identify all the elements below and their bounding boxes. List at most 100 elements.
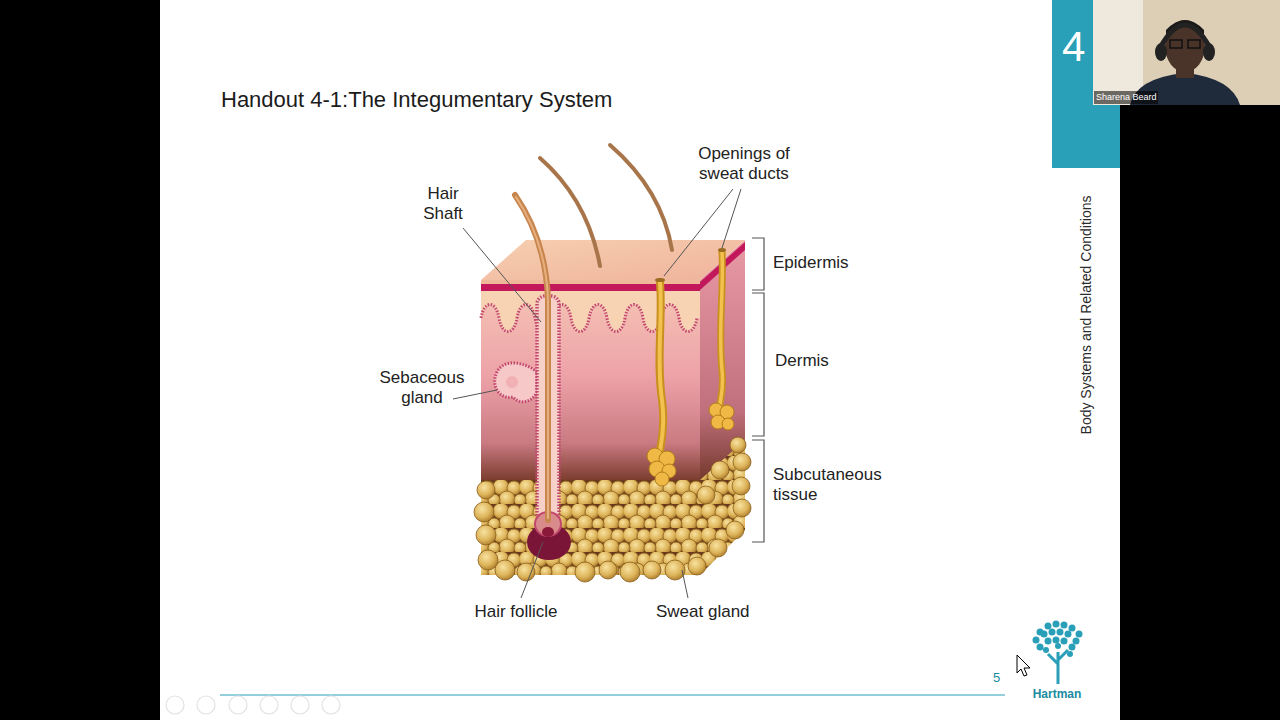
section-tab-text: Body Systems and Related Conditions <box>1078 196 1095 435</box>
hair-follicle-drawing <box>515 195 548 520</box>
slide-title: Handout 4-1:The Integumentary System <box>221 87 612 113</box>
skin-block <box>476 525 496 545</box>
webcam-video <box>1155 43 1167 61</box>
leader-lines <box>453 390 497 399</box>
part-label: Hair follicle <box>456 602 576 622</box>
webcam-video <box>1093 0 1143 105</box>
logo-tree <box>1045 638 1052 645</box>
hair-follicle-drawing <box>495 363 537 402</box>
player-toolbar <box>166 696 184 714</box>
skin-block <box>477 481 495 499</box>
skin-block <box>700 240 745 485</box>
skin-block <box>733 453 751 471</box>
player-toolbar <box>291 696 309 714</box>
chapter-number: 4 <box>1062 22 1085 72</box>
logo-tree <box>1049 629 1056 636</box>
hair-follicle-drawing <box>495 145 672 560</box>
sweat-gland-drawing <box>718 248 726 252</box>
hair-follicle-drawing <box>540 158 600 266</box>
leader-lines <box>521 542 543 598</box>
logo-tree <box>1053 637 1060 644</box>
webcam-video <box>1160 25 1210 48</box>
sweat-gland-drawing <box>655 278 665 282</box>
skin-block <box>474 502 494 522</box>
slide-background <box>160 0 1120 720</box>
sweat-gland-drawing <box>720 252 723 405</box>
logo-tree <box>1033 637 1040 644</box>
player-toolbar <box>166 696 340 714</box>
skin-block <box>697 486 715 504</box>
hair-follicle-drawing <box>506 376 518 388</box>
logo-tree <box>1069 644 1076 651</box>
skin-block <box>481 240 745 280</box>
webcam-video <box>1093 0 1280 105</box>
logo-tree <box>1055 643 1061 649</box>
sweat-gland-drawing <box>647 448 676 486</box>
logo-tree <box>1061 638 1068 645</box>
part-label: Sebaceous gland <box>366 368 478 409</box>
part-label: Openings of sweat ducts <box>676 144 812 185</box>
logo-tree <box>1037 644 1044 651</box>
layer-brackets <box>752 440 764 542</box>
logo-tree <box>1045 623 1052 630</box>
skin-block <box>599 561 617 579</box>
part-label: Hair Shaft <box>410 184 476 225</box>
skin-block <box>481 280 700 284</box>
player-toolbar <box>322 696 340 714</box>
leader-lines <box>453 189 741 598</box>
webcam-video <box>1094 91 1158 104</box>
skin-block <box>643 561 661 579</box>
sweat-gland-drawing <box>655 472 669 486</box>
skin-block <box>732 477 750 495</box>
webcam-video <box>1093 0 1280 105</box>
page-number: 5 <box>993 670 1000 686</box>
skin-block <box>711 461 729 479</box>
sweat-gland-drawing <box>647 248 734 486</box>
hair-follicle-drawing <box>516 197 548 518</box>
leader-lines <box>722 189 741 248</box>
skin-block <box>474 437 751 582</box>
player-toolbar <box>229 696 247 714</box>
skin-block <box>517 563 535 581</box>
sweat-gland-drawing <box>659 282 663 452</box>
sweat-gland-drawing <box>720 252 723 405</box>
player-toolbar <box>260 696 278 714</box>
logo-tree <box>1053 621 1060 628</box>
player-toolbar <box>197 696 215 714</box>
logo-tree <box>1067 651 1073 657</box>
logo-text: Hartman <box>1026 687 1088 701</box>
skin-block <box>481 291 700 481</box>
hair-follicle-drawing <box>542 527 554 537</box>
skin-block <box>733 499 751 517</box>
footer-rule <box>220 694 1005 695</box>
leader-lines <box>682 570 688 598</box>
logo-tree <box>1073 638 1080 645</box>
logo-tree <box>1033 621 1083 685</box>
logo-tree <box>1076 631 1083 638</box>
skin-block <box>730 437 746 453</box>
layer-brackets <box>752 238 764 290</box>
logo-tree <box>1041 631 1048 638</box>
skin-block <box>620 562 640 582</box>
hair-follicle-drawing <box>610 145 672 250</box>
speaker-name: Sharena Beard <box>1096 91 1157 104</box>
sweat-gland-drawing <box>659 282 663 452</box>
logo-tree <box>1069 625 1076 632</box>
logo-tree <box>1048 650 1068 684</box>
layer-brackets <box>752 238 764 542</box>
skin-block <box>709 539 727 557</box>
webcam-video <box>1203 43 1215 61</box>
layer-brackets <box>752 293 764 436</box>
sweat-gland-drawing <box>709 403 734 430</box>
skin-block <box>478 550 498 570</box>
logo-tree <box>1065 631 1072 638</box>
skin-block <box>481 480 700 575</box>
sweat-gland-drawing <box>722 418 734 430</box>
webcam-video <box>1170 40 1182 48</box>
hair-follicle-drawing <box>527 524 571 560</box>
layer-label: Dermis <box>775 351 829 371</box>
webcam-video <box>1188 40 1200 48</box>
webcam-video <box>1165 20 1205 72</box>
leader-lines <box>463 228 541 322</box>
